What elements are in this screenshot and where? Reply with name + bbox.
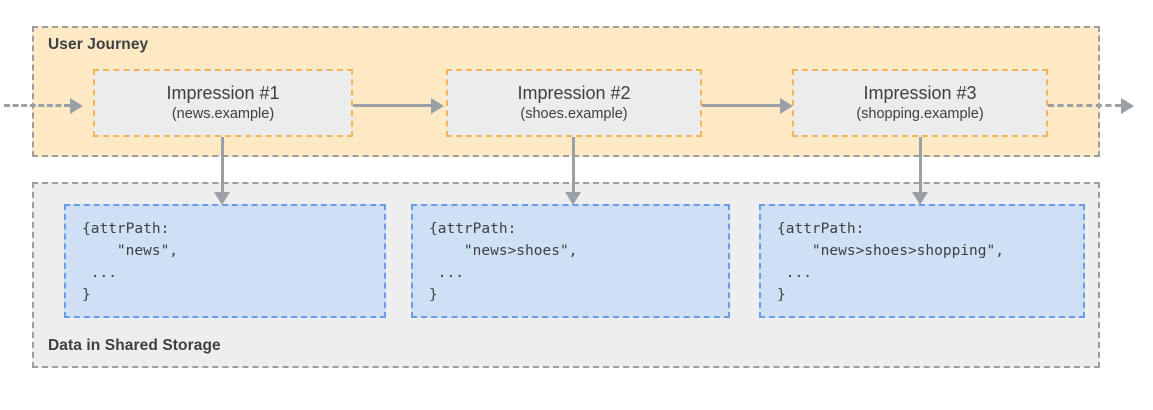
storage-record-card-3[interactable]: {attrPath: "news>shoes>shopping", ... } bbox=[759, 204, 1085, 318]
impression-card-3[interactable]: Impression #3 (shopping.example) bbox=[792, 69, 1048, 137]
shared-storage-label: Data in Shared Storage bbox=[48, 337, 221, 354]
storage-link-arrowhead-2 bbox=[565, 192, 581, 205]
outbound-flow-arrowhead bbox=[1121, 98, 1134, 114]
storage-record-code-3: {attrPath: "news>shoes>shopping", ... } bbox=[777, 221, 1004, 304]
inbound-flow-line bbox=[4, 104, 70, 107]
storage-link-line-3 bbox=[919, 137, 922, 195]
impression-card-1[interactable]: Impression #1 (news.example) bbox=[93, 69, 353, 137]
storage-link-line-2 bbox=[572, 137, 575, 195]
impression-subtitle-3: (shopping.example) bbox=[856, 106, 984, 123]
flow-line-2-to-3 bbox=[702, 104, 782, 107]
impression-title-2: Impression #2 bbox=[517, 83, 631, 104]
impression-subtitle-2: (shoes.example) bbox=[520, 106, 628, 123]
impression-title-3: Impression #3 bbox=[863, 83, 977, 104]
flow-arrowhead-1-to-2 bbox=[431, 98, 444, 114]
impression-card-2[interactable]: Impression #2 (shoes.example) bbox=[446, 69, 702, 137]
user-journey-label: User Journey bbox=[48, 36, 149, 53]
flow-line-1-to-2 bbox=[353, 104, 433, 107]
storage-link-arrowhead-1 bbox=[214, 192, 230, 205]
storage-link-line-1 bbox=[221, 137, 224, 195]
flow-arrowhead-2-to-3 bbox=[780, 98, 793, 114]
inbound-flow-arrowhead bbox=[70, 98, 83, 114]
storage-record-card-1[interactable]: {attrPath: "news", ... } bbox=[64, 204, 386, 318]
outbound-flow-line bbox=[1048, 104, 1121, 107]
impression-title-1: Impression #1 bbox=[166, 83, 280, 104]
storage-record-code-1: {attrPath: "news", ... } bbox=[82, 221, 179, 304]
storage-link-arrowhead-3 bbox=[912, 192, 928, 205]
storage-record-card-2[interactable]: {attrPath: "news>shoes", ... } bbox=[411, 204, 730, 318]
impression-subtitle-1: (news.example) bbox=[171, 106, 275, 123]
storage-record-code-2: {attrPath: "news>shoes", ... } bbox=[429, 221, 578, 304]
